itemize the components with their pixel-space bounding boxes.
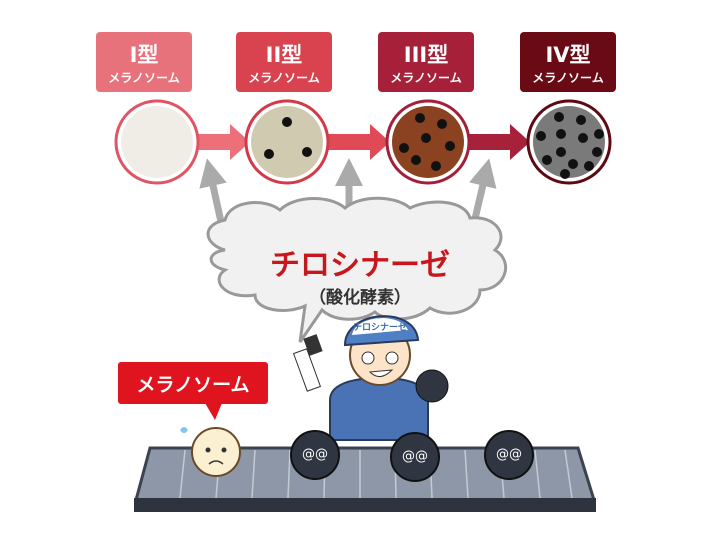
melanosome-face-worried (180, 427, 241, 477)
stage-type-label: I型 (130, 43, 159, 67)
svg-text:@@: @@ (496, 447, 522, 462)
stage-label-box (520, 32, 616, 92)
melanin-dot (399, 143, 409, 153)
cap-text: チロシナーゼ (353, 321, 407, 333)
melanin-dot (542, 155, 552, 165)
melanosome-dark-ball: @@ (484, 430, 534, 480)
melanosome-dark-ball: @@ (290, 430, 340, 480)
melanin-dot (536, 131, 546, 141)
worker-character: チロシナーゼ (292, 315, 449, 441)
svg-text:@@: @@ (402, 449, 428, 464)
stage-sub-label: メラノソーム (108, 71, 179, 85)
melanin-dot (592, 147, 602, 157)
melanin-dot (568, 159, 578, 169)
melanin-dot (421, 133, 431, 143)
melanin-dot (556, 129, 566, 139)
melanin-dot (415, 113, 425, 123)
stage-sub-label: メラノソーム (532, 71, 603, 85)
paintbrush-icon (292, 348, 322, 392)
melanin-dot (578, 133, 588, 143)
cloud-subtitle: （酸化酵素） (309, 287, 411, 308)
melanin-dot (560, 169, 570, 179)
melanin-dot (445, 141, 455, 151)
stage-label-box (96, 32, 192, 92)
melanosome-tag-label: メラノソーム (136, 374, 249, 396)
melanin-dot (431, 161, 441, 171)
stage-type-label: II型 (266, 43, 303, 67)
flow-arrow-3-4 (466, 124, 530, 160)
melanosome-balls: @@ @@ @@ (180, 427, 534, 482)
melanosome-tag: メラノソーム (118, 362, 268, 420)
conveyor-belt (134, 446, 597, 512)
stage-sub-label: メラノソーム (248, 71, 319, 85)
melanosome-dark-ball: @@ (390, 432, 440, 482)
melanin-dot (584, 161, 594, 171)
stage-label-box (236, 32, 332, 92)
melanin-dot (264, 149, 274, 159)
stage-type-label: III型 (404, 43, 448, 67)
enzyme-cloud: チロシナーゼ （酸化酵素） (206, 196, 508, 343)
svg-text:@@: @@ (302, 447, 328, 462)
flow-arrows (196, 124, 530, 160)
stage-label-box (378, 32, 474, 92)
melanin-dot (302, 147, 312, 157)
stage-type-label: IV型 (545, 43, 590, 67)
held-melanosome (415, 369, 449, 403)
cloud-title: チロシナーゼ (270, 248, 450, 283)
melanin-dot (411, 155, 421, 165)
melanin-dot (554, 112, 564, 122)
melanin-dot (594, 129, 604, 139)
melanin-dot (556, 147, 566, 157)
stage-sub-label: メラノソーム (390, 71, 461, 85)
flow-arrow-2-3 (326, 124, 390, 160)
melanin-dot (282, 117, 292, 127)
melanin-dot (576, 115, 586, 125)
flow-arrow-1-2 (196, 124, 250, 160)
melanin-dot (437, 119, 447, 129)
